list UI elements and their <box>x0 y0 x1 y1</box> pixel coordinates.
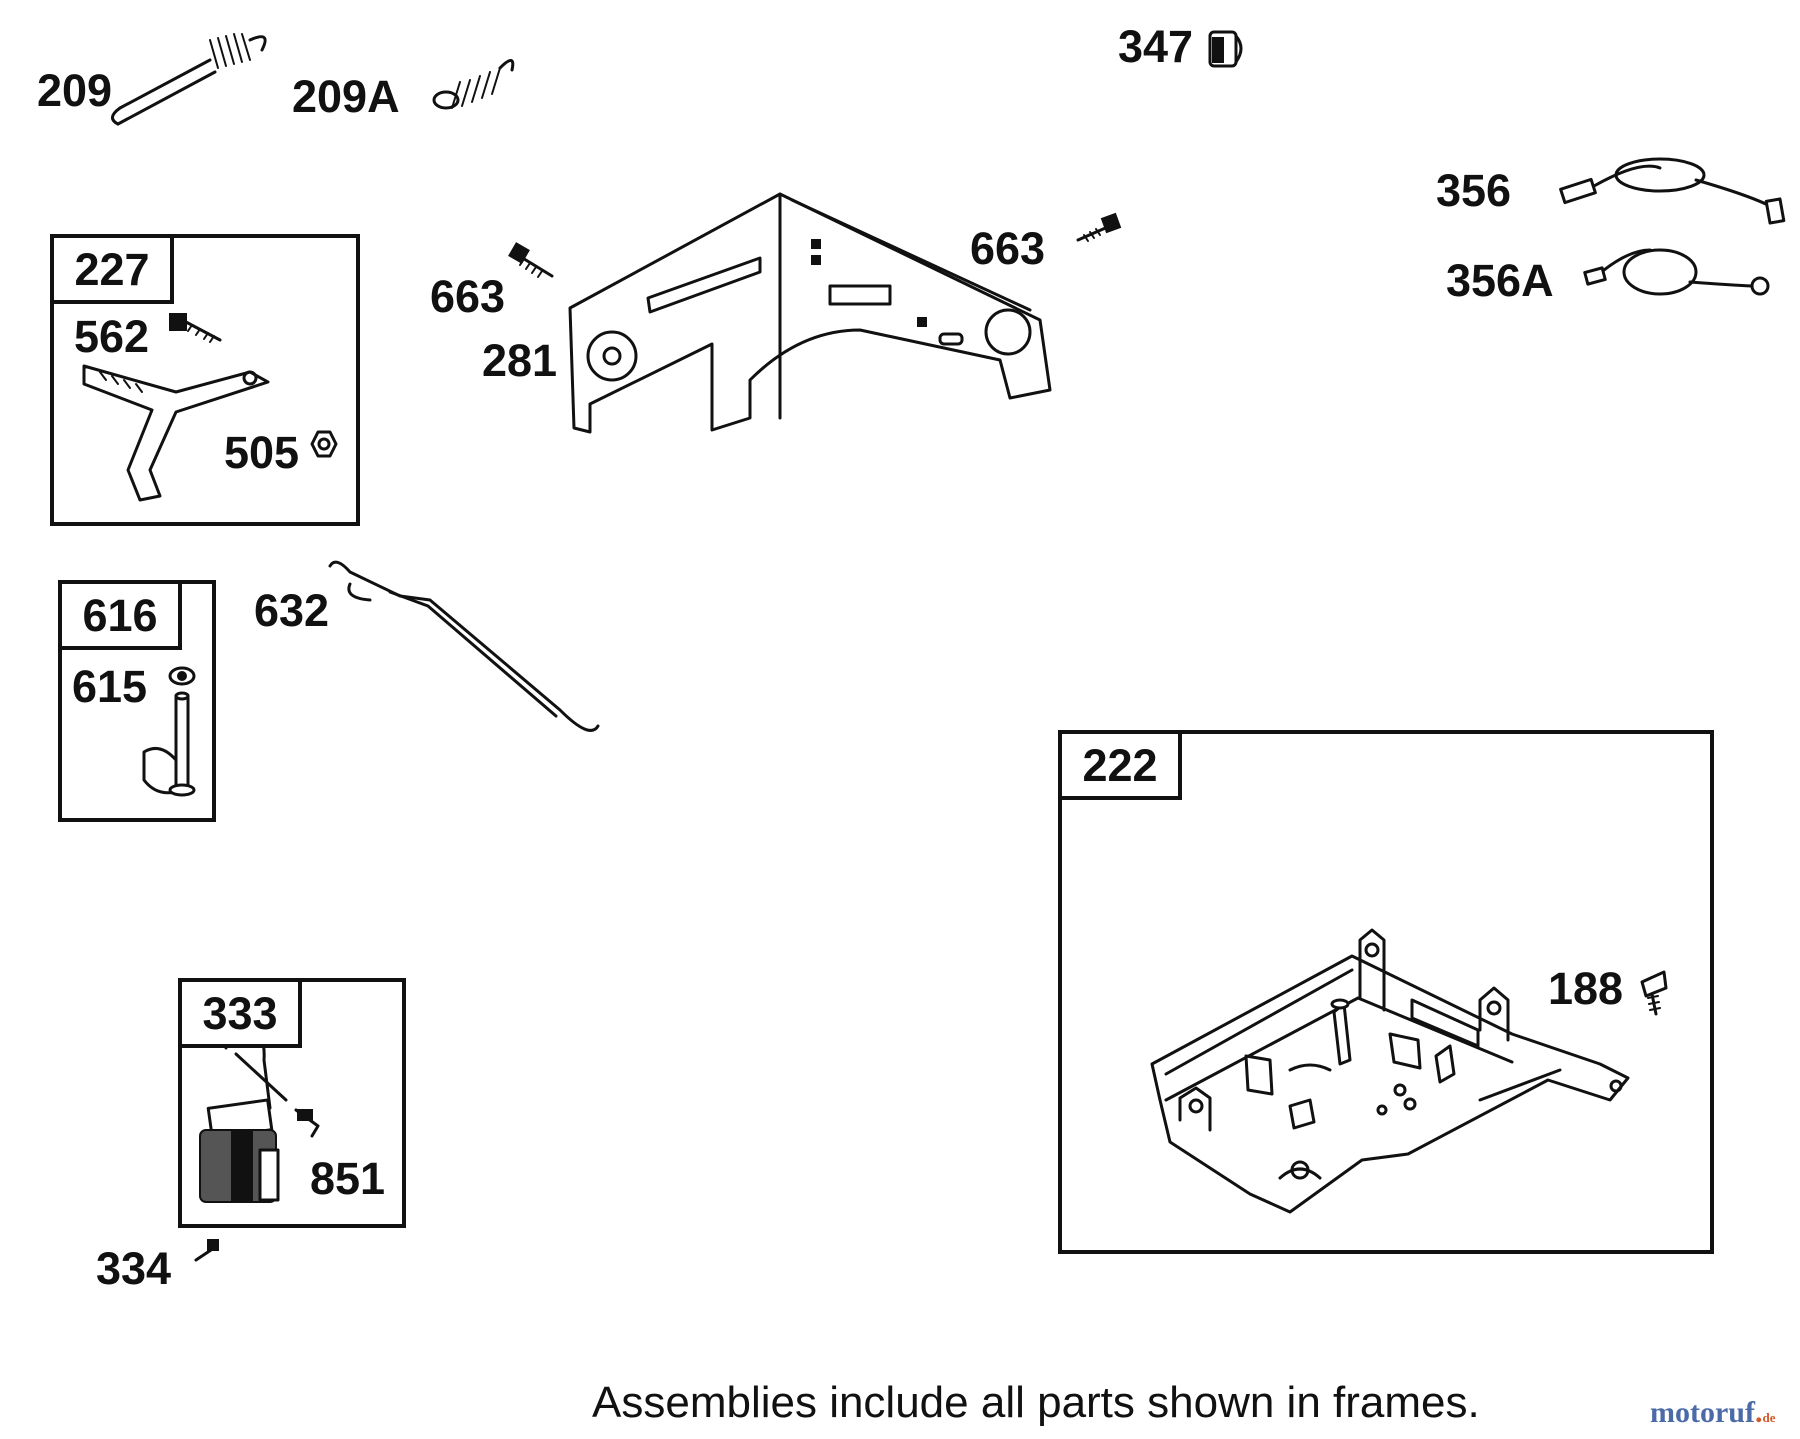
callout-356: 356 <box>1436 165 1512 216</box>
watermark: motoruf.de <box>1650 1396 1775 1430</box>
callout-632: 632 <box>254 585 330 636</box>
part-505-nut <box>310 430 338 458</box>
assembly-frame-222 <box>1058 730 1714 1254</box>
part-616-pin <box>142 666 196 797</box>
frame-tag-333: 333 <box>178 978 302 1048</box>
callout-209: 209 <box>37 65 113 116</box>
frame-tag-227: 227 <box>50 234 174 304</box>
part-562-screw <box>169 313 222 343</box>
footnote: Assemblies include all parts shown in fr… <box>592 1378 1480 1427</box>
assembly-frame-227 <box>50 234 360 526</box>
part-281-bracket <box>568 192 1052 434</box>
watermark-brand: motoruf <box>1650 1396 1755 1429</box>
part-632-rod <box>328 560 600 732</box>
part-222-base-plate <box>1150 928 1630 1214</box>
watermark-tld: de <box>1762 1410 1776 1425</box>
callout-663-right: 663 <box>970 223 1046 274</box>
frame-tag-616: 616 <box>58 580 182 650</box>
callout-505: 505 <box>224 427 300 478</box>
frame-tag-222: 222 <box>1058 730 1182 800</box>
part-209-spring <box>111 33 267 126</box>
part-333-coil <box>199 1026 320 1203</box>
callout-356A: 356A <box>1446 255 1554 306</box>
part-356-wire <box>1559 157 1786 225</box>
callout-334: 334 <box>96 1243 172 1294</box>
part-188-bolt <box>1640 970 1668 1016</box>
callout-347: 347 <box>1118 21 1194 72</box>
callout-851: 851 <box>310 1153 386 1204</box>
callout-615: 615 <box>72 661 148 712</box>
part-347-clip <box>1208 30 1243 68</box>
callout-188: 188 <box>1548 963 1624 1014</box>
part-663-screw-right <box>1076 212 1122 242</box>
part-663-screw-left <box>508 242 554 278</box>
callout-209A: 209A <box>292 71 400 122</box>
callout-663-left: 663 <box>430 271 506 322</box>
part-209A-spring <box>432 59 515 110</box>
callout-281: 281 <box>482 335 558 386</box>
callout-562: 562 <box>74 311 150 362</box>
watermark-dot: . <box>1754 1396 1763 1429</box>
part-356A-wire <box>1583 248 1770 296</box>
part-227-lever <box>82 364 270 502</box>
part-334-screw <box>194 1239 219 1262</box>
